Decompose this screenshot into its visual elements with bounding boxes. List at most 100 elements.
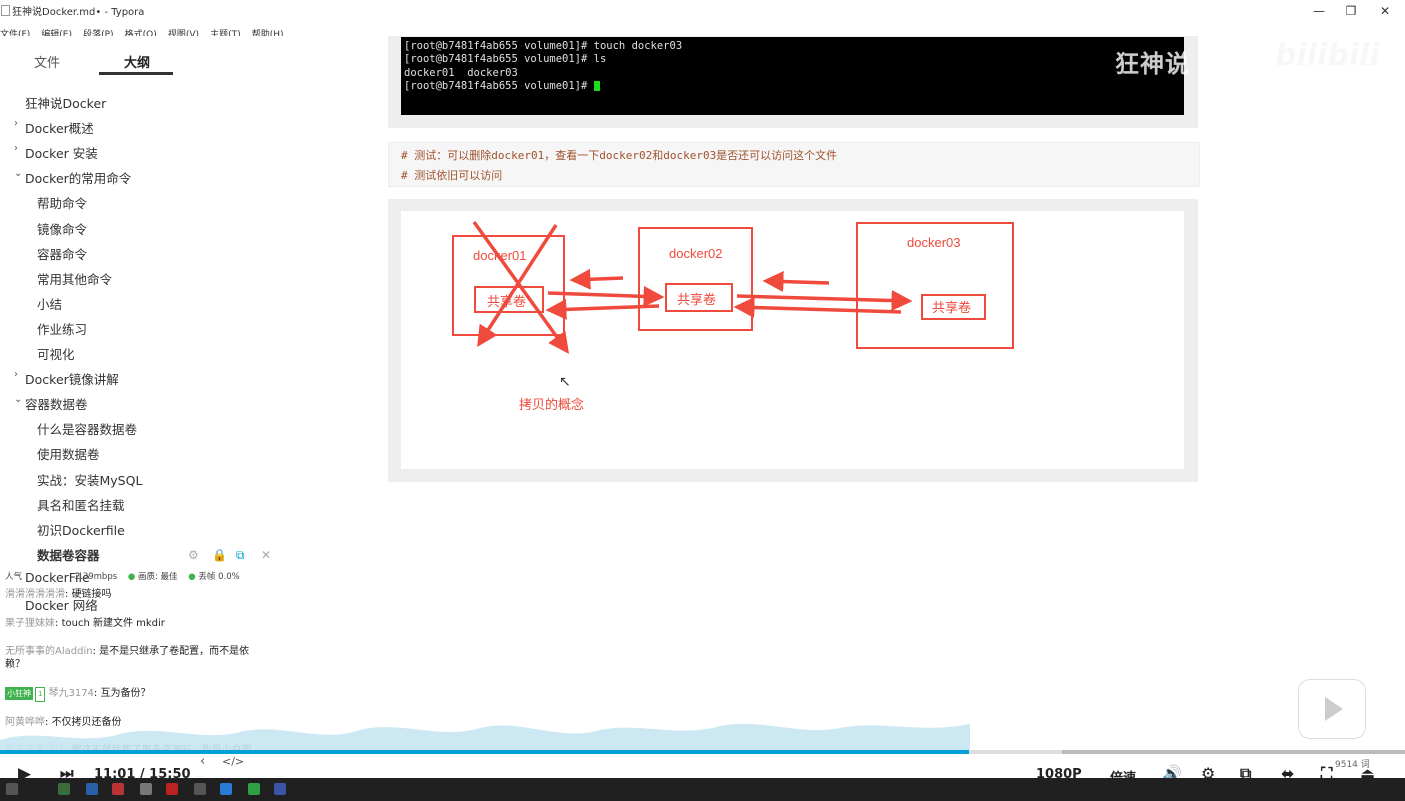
outline-item[interactable]: › Docker镜像讲解 [14, 369, 119, 388]
popout-icon[interactable]: ⧉ [236, 548, 245, 562]
danmaku-text: 互为备份？ [100, 688, 151, 699]
menu-help[interactable]: 帮助(H) [251, 30, 284, 40]
danmaku-user[interactable]: 阿黄哗哗 [5, 717, 45, 728]
menu-paragraph[interactable]: 段落(P) [83, 30, 114, 40]
shared-volume-label-1: 共享卷 [487, 294, 526, 310]
danmaku-user[interactable]: 滑滑滑滑滑滑 [5, 589, 65, 600]
outline-item[interactable]: 狂神说Docker [25, 93, 106, 112]
pip-icon[interactable]: ⧉ [1240, 764, 1252, 783]
danmaku-text: 不仅拷贝还备份 [51, 717, 122, 728]
tab-outline[interactable]: 大纲 [124, 56, 151, 71]
outline-item[interactable]: Docker 网络 [25, 595, 98, 614]
outline-item[interactable]: ⌄容器数据卷 [14, 394, 88, 413]
outline-item[interactable]: 常用其他命令 [37, 269, 112, 288]
outline-item[interactable]: 什么是容器数据卷 [37, 419, 137, 438]
menu-file[interactable]: 文件(F) [0, 30, 31, 40]
title-bar: 狂神说Docker.md• - Typora — ❐ ✕ [0, 0, 1405, 22]
quality-dot-icon: ● [127, 572, 136, 582]
danmaku-user[interactable]: 无所事事的Aladdin [5, 646, 93, 657]
shared-volume-box-1 [474, 286, 544, 313]
chevron-icon[interactable]: › [14, 118, 18, 130]
outline-item[interactable]: ›Docker概述 [14, 118, 94, 137]
tab-files[interactable]: 文件 [34, 56, 61, 71]
audio-waveform [0, 723, 970, 754]
menu-view[interactable]: 视图(V) [167, 30, 200, 40]
danmaku-text: 硬链接吗 [71, 589, 112, 600]
terminal-prompt: [root@b7481f4ab655 volume01]# [404, 80, 594, 92]
menu-format[interactable]: 格式(O) [124, 30, 157, 40]
start-icon[interactable] [6, 783, 18, 795]
taskbar-app-icon[interactable] [112, 783, 124, 795]
window-title: 狂神说Docker.md• - Typora [12, 7, 145, 18]
outline-item[interactable]: 具名和匿名挂载 [37, 495, 125, 514]
fan-badge: 小狂神 [5, 687, 33, 700]
outline-item[interactable]: 实战：安装MySQL [37, 470, 142, 489]
outline-item[interactable]: 容器命令 [37, 244, 87, 263]
outline-item[interactable]: 小结 [37, 294, 62, 313]
chevron-icon[interactable]: ⌄ [14, 394, 23, 406]
chevron-icon[interactable]: › [14, 143, 18, 155]
outline-item-label: 使用数据卷 [37, 447, 100, 463]
outline-item[interactable]: 镜像命令 [37, 219, 87, 238]
outline-item[interactable]: ⌄Docker的常用命令 [14, 168, 131, 187]
taskbar [0, 778, 1405, 801]
danmaku-message: 阿黄哗哗: 不仅拷贝还备份 [5, 717, 122, 728]
big-play-button[interactable] [1298, 679, 1366, 739]
stream-stats: 人气 2.39mbps ● 画质: 最佳 ● 丢帧 0.0% [5, 570, 240, 582]
menu-theme[interactable]: 主题(T) [210, 30, 241, 40]
play-icon [1325, 697, 1343, 721]
shared-volume-box-3 [921, 294, 986, 320]
outline-item[interactable]: 初识Dockerfile [37, 520, 125, 539]
outline-item-label: 什么是容器数据卷 [37, 422, 138, 438]
outline-item[interactable]: 数据卷容器 [37, 545, 100, 564]
taskbar-app-icon[interactable] [220, 783, 232, 795]
outline-item-label: 具名和匿名挂载 [37, 497, 125, 513]
outline-item[interactable]: 可视化 [37, 344, 75, 363]
next-button[interactable]: ⏭ [60, 764, 74, 782]
fullscreen-icon[interactable]: ⛶ [1321, 764, 1333, 783]
code-line: # 测试依旧可以访问 [401, 169, 503, 182]
lock-icon[interactable]: 🔒 [212, 548, 227, 562]
diagram-svg: docker01 docker02 docker03 共享卷 共享卷 共享卷 拷… [452, 220, 1014, 413]
danmaku-user[interactable]: 果子狸妹妹 [5, 618, 55, 629]
outline-item-label: 镜像命令 [37, 221, 88, 237]
arrow-to-docker01 [545, 298, 660, 320]
chevron-icon[interactable]: › [14, 369, 18, 381]
stat-quality: 画质: 最佳 [137, 572, 178, 582]
arrow-short-left-2 [762, 271, 830, 293]
minimize-button[interactable]: — [1313, 4, 1325, 18]
outline-item-label: 容器命令 [37, 246, 88, 262]
play-count: 9514 词 [1335, 760, 1370, 770]
stat-dropframe: 丢帧 0.0% [198, 572, 240, 582]
taskbar-app-icon[interactable] [86, 783, 98, 795]
outline-item[interactable]: 作业练习 [37, 319, 87, 338]
volume-diagram: docker01 docker02 docker03 共享卷 共享卷 共享卷 拷… [401, 211, 1184, 469]
back-icon[interactable]: ‹ [200, 754, 206, 769]
outline-item[interactable]: 帮助命令 [37, 193, 87, 212]
restore-button[interactable]: ❐ [1345, 4, 1357, 18]
taskbar-app-icon[interactable] [58, 783, 70, 795]
terminal-screenshot: [root@b7481f4ab655 volume01]# touch dock… [401, 37, 1184, 115]
taskbar-app-icon[interactable] [166, 783, 178, 795]
source-mode-icon[interactable]: </> [222, 755, 245, 768]
taskbar-app-icon[interactable] [274, 783, 286, 795]
taskbar-app-icon[interactable] [248, 783, 260, 795]
danmaku-user[interactable]: 琴九3174 [48, 688, 94, 699]
outline-item[interactable]: DockerFile [25, 570, 90, 585]
close-panel-icon[interactable]: ✕ [261, 548, 272, 562]
taskbar-app-icon[interactable] [194, 783, 206, 795]
outline-item[interactable]: ›Docker 安装 [14, 143, 98, 162]
close-button[interactable]: ✕ [1379, 4, 1391, 18]
docker03-label: docker03 [907, 235, 960, 250]
outline-item-label: Docker镜像讲解 [25, 372, 119, 388]
taskbar-app-icon[interactable] [140, 783, 152, 795]
outline-item[interactable]: 使用数据卷 [37, 444, 100, 463]
code-line: # 测试：可以删除docker01，查看一下docker02和docker03是… [401, 149, 838, 162]
code-block[interactable]: # 测试：可以删除docker01，查看一下docker02和docker03是… [388, 142, 1200, 187]
arrow-to-docker02-back [733, 297, 902, 319]
fan-level: 1 [35, 687, 46, 702]
menu-edit[interactable]: 编辑(E) [41, 30, 73, 40]
docker01-label: docker01 [473, 248, 526, 263]
settings-icon[interactable]: ⚙ [188, 548, 199, 562]
chevron-icon[interactable]: ⌄ [14, 168, 23, 180]
